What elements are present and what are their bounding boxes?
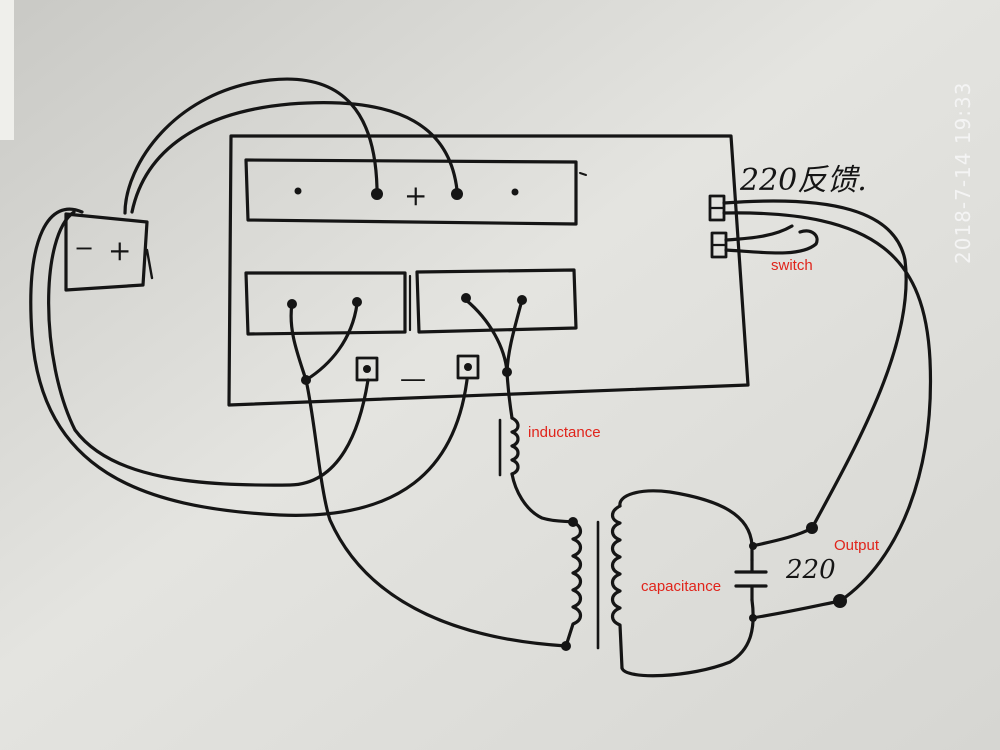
wire-battery-minus	[29, 207, 469, 517]
top-terminal-block	[244, 158, 578, 226]
wire-left-to-transformer	[289, 302, 568, 648]
inductor-coil	[510, 416, 520, 476]
junction-dot	[502, 367, 512, 377]
photo-timestamp: 2018-7-14 19:33	[951, 82, 975, 265]
wire-inductor-to-transformer	[510, 472, 575, 524]
minus-terminal-right	[456, 354, 480, 380]
switch-lever	[724, 224, 794, 242]
output-terminal-dot	[806, 522, 818, 534]
switch-wire	[724, 229, 819, 255]
wire-output-feedback-2	[722, 211, 933, 603]
terminal-dot	[464, 363, 472, 371]
battery-plus-sign: +	[108, 234, 131, 267]
wire-secondary-bottom	[620, 598, 755, 678]
battery-minus-sign: −	[74, 234, 94, 262]
transformer-primary	[564, 520, 583, 648]
terminal-dot	[451, 188, 463, 200]
terminal-dot	[287, 299, 297, 309]
junction-dot	[301, 375, 311, 385]
junction-dot	[568, 517, 578, 527]
terminal-dot	[294, 187, 302, 195]
junction-dot	[749, 614, 757, 622]
terminal-dot	[461, 293, 471, 303]
battery-mark	[145, 248, 154, 280]
control-board	[227, 134, 750, 407]
terminal-dot	[511, 188, 519, 196]
transformer-secondary	[610, 504, 624, 670]
left-terminal-block	[244, 271, 407, 336]
wire-battery-plus	[123, 77, 379, 215]
terminal-dot	[352, 297, 362, 307]
output-label: Output	[834, 537, 880, 554]
terminal-dot	[371, 188, 383, 200]
capacitance-label: capacitance	[641, 578, 721, 595]
right-terminal-block	[415, 268, 578, 334]
board-mark	[579, 172, 587, 176]
inductance-label: inductance	[528, 424, 601, 441]
wire-battery-minus-2	[47, 210, 370, 487]
paper-edge	[0, 0, 14, 140]
wire-right-block-join	[505, 298, 524, 374]
wire-secondary-top	[618, 489, 754, 562]
board-minus-sign: —	[400, 364, 426, 394]
junction-dot	[749, 542, 757, 550]
output-terminal-dot	[833, 594, 847, 608]
wire-output-feedback-1	[722, 199, 908, 530]
output-voltage-label: 220	[785, 555, 836, 585]
wire-left-block-join	[304, 302, 359, 382]
junction-dot	[561, 641, 571, 651]
feedback-label: 220反馈.	[739, 163, 867, 198]
battery-box	[64, 212, 149, 292]
switch-label: switch	[771, 257, 813, 274]
terminal-dot	[363, 365, 371, 373]
board-plus-sign: +	[404, 179, 427, 212]
wire-battery-plus-2	[130, 101, 459, 214]
terminal-dot	[517, 295, 527, 305]
capacitor	[734, 558, 768, 602]
